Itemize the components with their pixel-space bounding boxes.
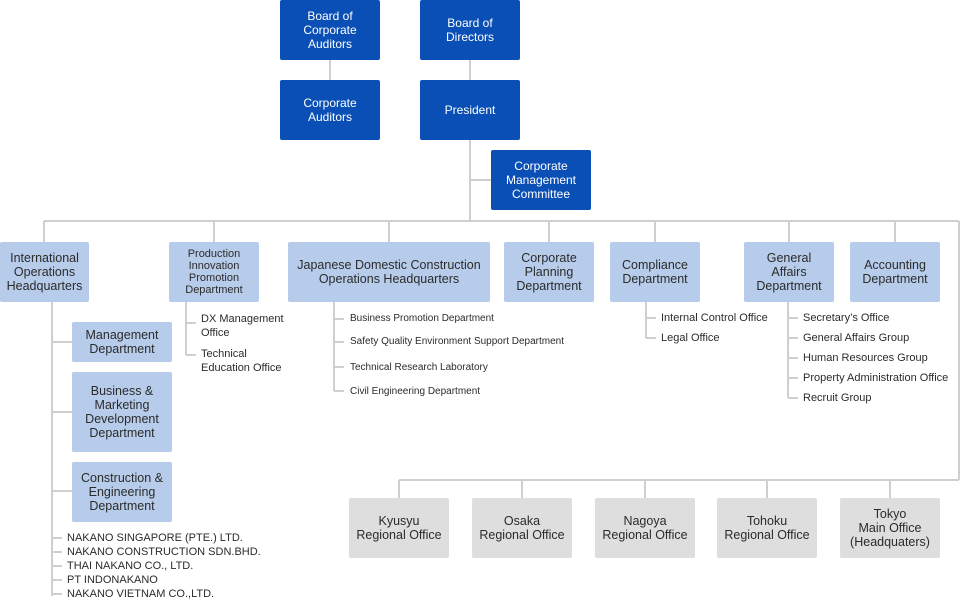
general-affairs-sub-item: Secretary’s Office (803, 312, 890, 324)
production-innovation-dept-box: Production Innovation Promotion Departme… (169, 242, 259, 302)
kyusyu-regional-office-box: Kyusyu Regional Office (349, 498, 449, 558)
nagoya-regional-office-box: Nagoya Regional Office (595, 498, 695, 558)
business-marketing-dept-box: Business & Marketing Development Departm… (72, 372, 172, 452)
subsidiary-item: NAKANO VIETNAM CO.,LTD. (67, 588, 215, 600)
subsidiary-item: NAKANO SINGAPORE (PTE.) LTD. (67, 532, 243, 544)
general-affairs-sub-item: Property Administration Office (803, 372, 949, 384)
general-affairs-sub-item: General Affairs Group (803, 332, 910, 344)
subsidiary-item: PT INDONAKANO (67, 574, 158, 586)
japanese-sub-item: Technical Research Laboratory (350, 362, 488, 373)
osaka-regional-office-box: Osaka Regional Office (472, 498, 572, 558)
corporate-planning-dept-box: Corporate Planning Department (504, 242, 594, 302)
construction-engineering-dept-box: Construction & Engineering Department (72, 462, 172, 522)
compliance-sub-item: Internal Control Office (661, 312, 768, 324)
compliance-dept-box: Compliance Department (610, 242, 700, 302)
production-sub-item: DX Management Office (201, 313, 284, 339)
board-of-directors-box: Board of Directors (420, 0, 520, 60)
international-operations-hq-box: International Operations Headquarters (0, 242, 89, 302)
tohoku-regional-office-box: Tohoku Regional Office (717, 498, 817, 558)
general-affairs-sub-item: Recruit Group (803, 392, 872, 404)
compliance-sub-item: Legal Office (661, 332, 720, 344)
accounting-dept-box: Accounting Department (850, 242, 940, 302)
japanese-domestic-construction-hq-box: Japanese Domestic Construction Operation… (288, 242, 490, 302)
president-box: President (420, 80, 520, 140)
japanese-sub-item: Business Promotion Department (350, 313, 494, 324)
tokyo-main-office-box: Tokyo Main Office (Headquaters) (840, 498, 940, 558)
general-affairs-sub-item: Human Resources Group (803, 352, 928, 364)
japanese-sub-item: Safety Quality Environment Support Depar… (350, 336, 564, 347)
corporate-management-committee-box: Corporate Management Committee (491, 150, 591, 210)
subsidiary-item: NAKANO CONSTRUCTION SDN.BHD. (67, 546, 261, 558)
subsidiary-item: THAI NAKANO CO., LTD. (67, 560, 194, 572)
japanese-sub-item: Civil Engineering Department (350, 386, 481, 397)
general-affairs-dept-box: General Affairs Department (744, 242, 834, 302)
corporate-auditors-box: Corporate Auditors (280, 80, 380, 140)
production-sub-item: Technical Education Office (201, 348, 282, 374)
board-of-corporate-auditors-box: Board of Corporate Auditors (280, 0, 380, 60)
management-dept-box: Management Department (72, 322, 172, 362)
